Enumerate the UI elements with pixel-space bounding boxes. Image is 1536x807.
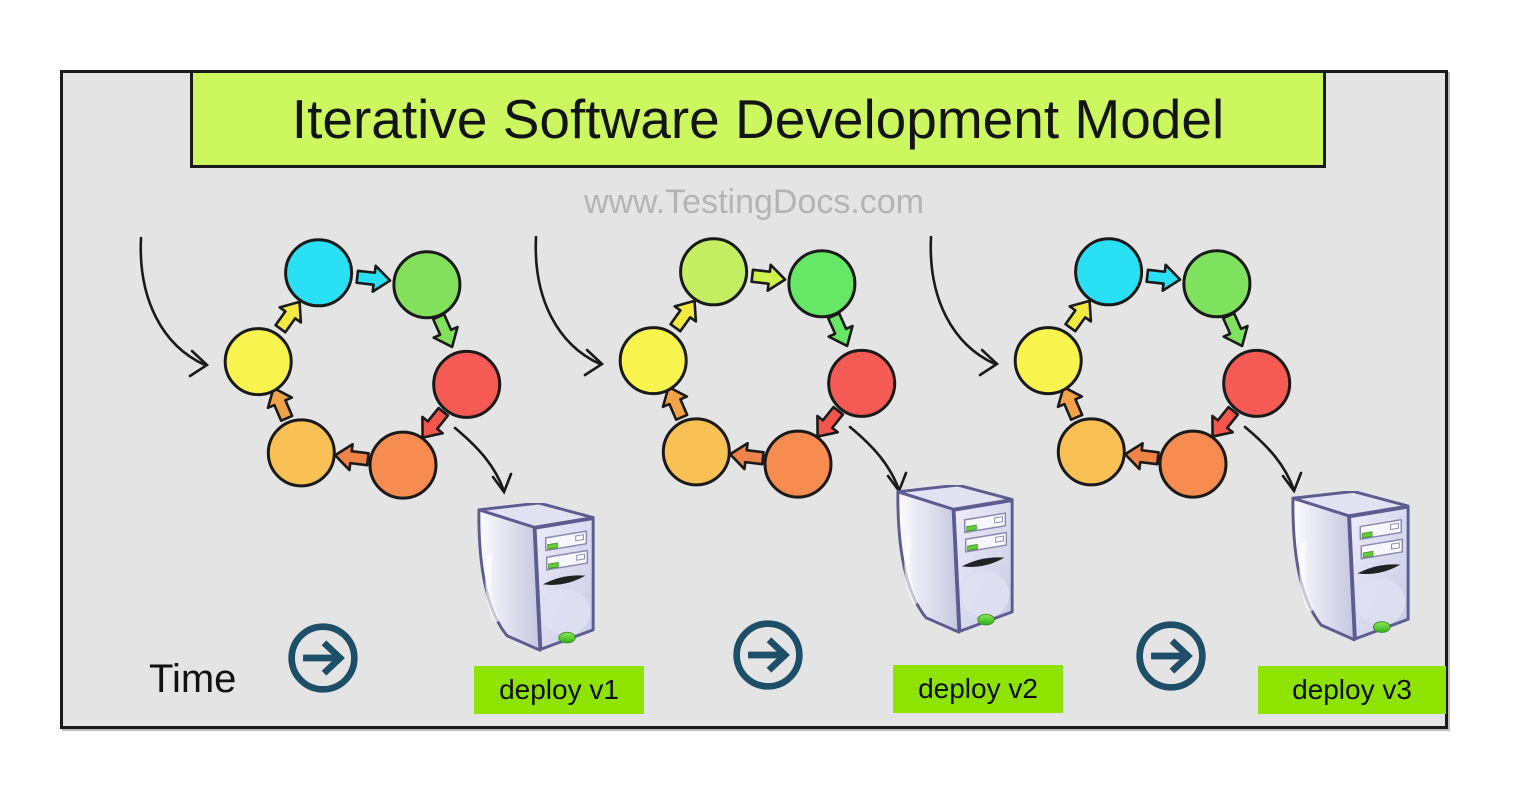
title-banner: Iterative Software Development Model (190, 70, 1326, 168)
deploy-arrow-icon (1243, 425, 1303, 494)
phase-arrow-icon (669, 299, 698, 333)
phase-circle (618, 326, 688, 396)
phase-arrow-icon (1064, 299, 1093, 333)
time-arrow-icon (1133, 618, 1209, 694)
deploy-arrow-icon (453, 426, 513, 495)
server-icon (895, 485, 1017, 640)
phase-circle (223, 327, 293, 397)
phase-arrow-icon (1221, 312, 1249, 348)
phase-circle (1222, 348, 1292, 418)
phase-arrow-icon (1123, 441, 1160, 471)
time-label: Time (149, 657, 237, 701)
time-arrow-icon (730, 617, 806, 693)
phase-arrow-icon (355, 264, 392, 293)
phase-arrow-icon (728, 441, 765, 471)
server-icon (1290, 491, 1413, 648)
phase-arrow-icon (1211, 405, 1240, 438)
phase-circle (827, 348, 897, 418)
deploy-label: deploy v3 (1258, 666, 1446, 714)
iteration-2-cycle (534, 235, 908, 499)
iteration-3-cycle (929, 235, 1303, 499)
phase-circle (679, 237, 749, 307)
deploy-label: deploy v1 (474, 666, 644, 714)
phase-circle (284, 238, 354, 308)
phase-arrow-icon (826, 312, 854, 348)
diagram-frame: Iterative Software Development Model www… (60, 70, 1448, 729)
phase-circle (763, 429, 833, 499)
phase-circle (392, 250, 462, 320)
phase-circle (432, 349, 502, 419)
phase-circle (368, 430, 438, 500)
entry-arrow-icon (139, 236, 210, 378)
phase-arrow-icon (274, 300, 303, 334)
phase-arrow-icon (421, 406, 450, 439)
phase-arrow-icon (1056, 385, 1084, 421)
watermark-text: www.TestingDocs.com (583, 183, 925, 221)
entry-arrow-icon (929, 235, 1000, 377)
entry-arrow-icon (534, 235, 605, 377)
phase-circle (1056, 417, 1126, 487)
phase-arrow-icon (661, 385, 689, 421)
phase-circle (787, 249, 857, 319)
phase-arrow-icon (816, 405, 845, 438)
phase-arrow-icon (750, 263, 787, 292)
phase-arrow-icon (333, 442, 370, 472)
phase-circle (1074, 237, 1144, 307)
phase-arrow-icon (1145, 263, 1182, 292)
iteration-1-cycle (139, 236, 513, 500)
phase-circle (1158, 429, 1228, 499)
deploy-label: deploy v2 (893, 665, 1063, 713)
server-icon (476, 503, 598, 658)
phase-arrow-icon (431, 313, 459, 349)
phase-circle (266, 418, 336, 488)
phase-circle (1013, 326, 1083, 396)
phase-arrow-icon (266, 386, 294, 422)
phase-circle (661, 417, 731, 487)
phase-circle (1182, 249, 1252, 319)
deploy-arrow-icon (848, 425, 908, 494)
time-arrow-icon (285, 620, 361, 696)
diagram-title: Iterative Software Development Model (291, 88, 1225, 150)
